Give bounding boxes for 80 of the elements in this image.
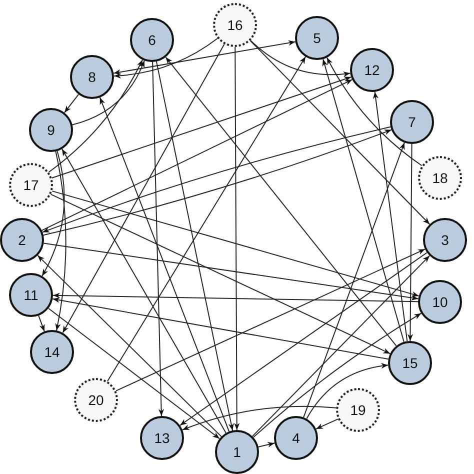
circle-node: [350, 48, 394, 92]
arrow: [52, 292, 418, 302]
arrow: [234, 46, 240, 430]
arrow: [182, 406, 337, 430]
circle-node: [0, 218, 44, 262]
node-number: 10: [432, 294, 448, 310]
node-number: 2: [18, 232, 26, 248]
circle-node: [418, 280, 462, 324]
arrow: [62, 44, 225, 334]
arrow: [250, 40, 351, 77]
node-number: 7: [408, 114, 416, 130]
arrow: [303, 142, 405, 418]
arrow: [113, 40, 296, 75]
node-number: 15: [402, 355, 418, 371]
arrow: [48, 308, 220, 440]
node-number: 11: [24, 287, 38, 303]
arrow: [156, 61, 234, 431]
arrow: [48, 59, 143, 173]
circle-node: [423, 218, 467, 262]
dotted-circle-node: [336, 388, 380, 432]
dotted-circle-node: [74, 378, 118, 422]
arrow: [316, 418, 338, 430]
circle-node: [390, 100, 434, 144]
arrow: [62, 148, 226, 434]
node-number: 4: [292, 430, 300, 446]
arrow: [322, 58, 404, 342]
arrow: [116, 248, 426, 392]
arrow: [99, 97, 230, 432]
node-number: 20: [88, 392, 104, 408]
circle-node: [30, 330, 74, 374]
arrow: [407, 144, 414, 342]
arrow: [306, 363, 389, 420]
arrow: [37, 254, 222, 438]
arrow: [64, 94, 80, 114]
circle-node: [274, 416, 318, 460]
node-number: 14: [44, 344, 60, 360]
arrow: [55, 150, 66, 331]
arrow: [42, 150, 65, 276]
node-number: 12: [364, 62, 380, 78]
dotted-circle-node: [9, 163, 53, 207]
arrow: [372, 91, 408, 342]
node-number: 16: [227, 17, 243, 33]
arrow: [252, 255, 430, 437]
node-number: 9: [47, 122, 55, 138]
circle-node: [388, 341, 432, 385]
node-number: 17: [23, 177, 39, 193]
arrow: [165, 56, 397, 346]
arrow: [252, 312, 422, 438]
arrow: [106, 56, 306, 382]
circle-node: [29, 108, 73, 152]
circle-node: [9, 273, 53, 317]
circle-node: [70, 55, 114, 99]
circle-node: [295, 16, 339, 60]
arrow: [180, 252, 428, 426]
arrow: [52, 297, 389, 360]
arrow: [38, 315, 45, 332]
arrow: [113, 38, 218, 78]
arrow: [152, 62, 164, 416]
circle-node: [130, 18, 174, 62]
node-number: 3: [441, 232, 449, 248]
node-number: 1: [233, 444, 241, 460]
circle-node: [215, 430, 259, 474]
node-number: 8: [88, 69, 96, 85]
arrow: [250, 40, 430, 225]
node-number: 13: [154, 430, 170, 446]
arrow: [43, 242, 419, 301]
dotted-circle-node: [213, 3, 257, 47]
dotted-circle-node: [418, 156, 462, 200]
node-number: 18: [432, 170, 448, 186]
arrow: [51, 76, 352, 178]
arrow: [41, 79, 353, 231]
circle-node: [140, 416, 184, 460]
node-number: 5: [313, 30, 321, 46]
node-number: 19: [350, 402, 366, 418]
arrow: [52, 190, 420, 297]
arrow: [258, 442, 276, 448]
arrow: [326, 57, 422, 166]
node-number: 6: [148, 32, 156, 48]
arrow: [50, 194, 391, 354]
arrow: [72, 60, 145, 126]
